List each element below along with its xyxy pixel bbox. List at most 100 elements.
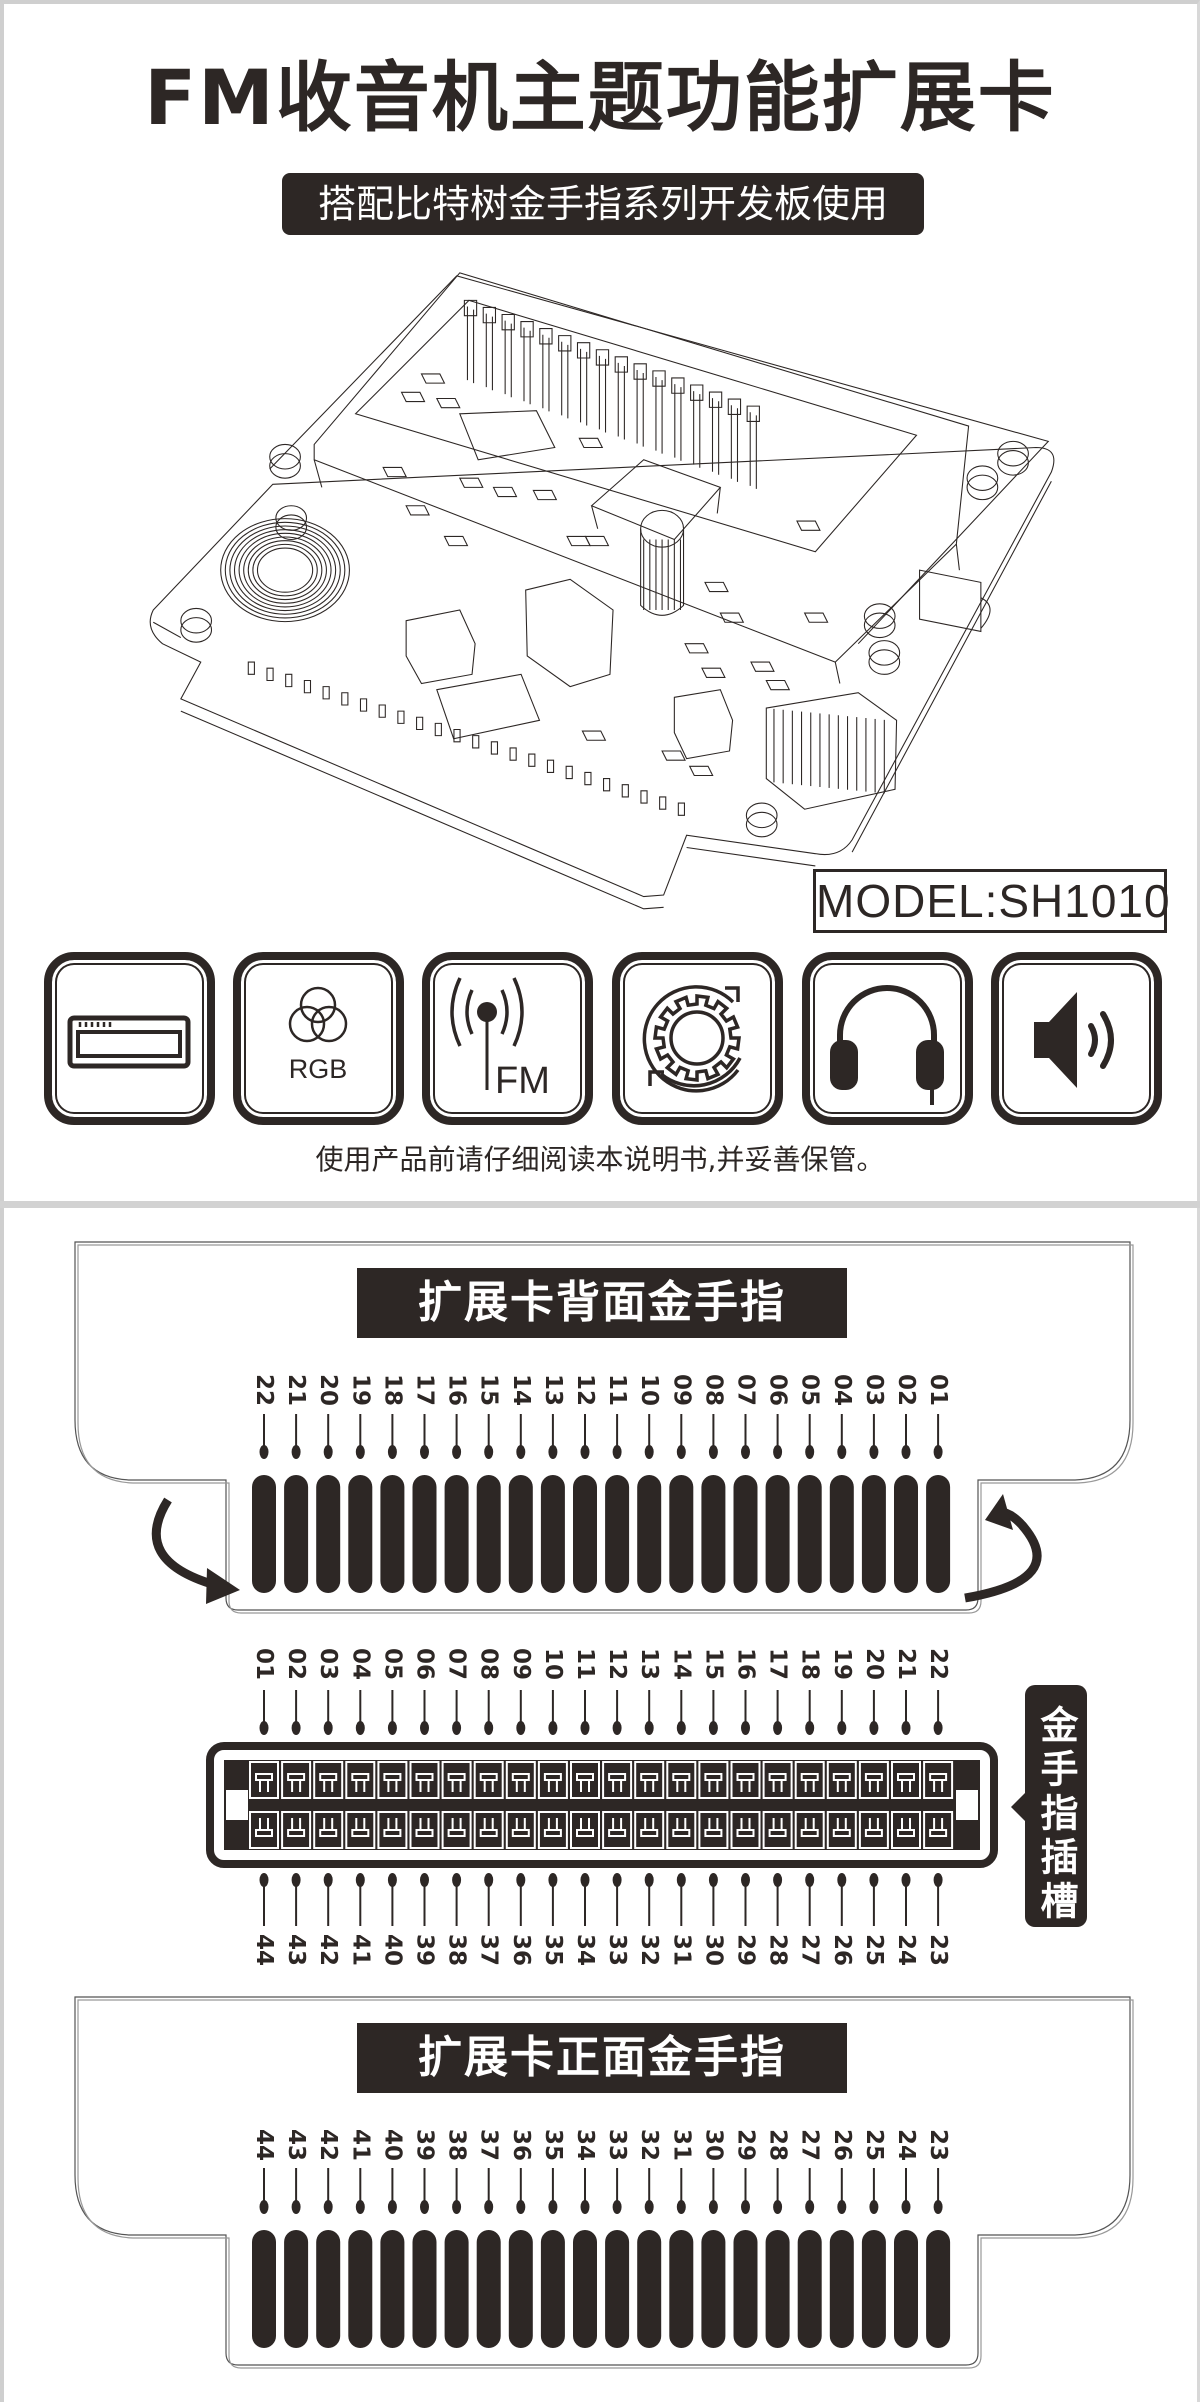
edge-pin (659, 796, 667, 810)
headphones-icon (830, 985, 944, 1105)
back-pin-lead-dot (837, 1445, 847, 1459)
slot-contact-pin (479, 1773, 498, 1792)
header-pin (504, 320, 512, 398)
slot-bottom-pin-number: 34 (572, 1933, 598, 1967)
front-pin-lead-dot (837, 2200, 847, 2214)
front-pin-number: 31 (668, 2128, 695, 2162)
slot-contact-pin (351, 1818, 370, 1837)
slot-key (226, 1790, 248, 1820)
header-pin (580, 348, 588, 426)
slot-bottom-pin-lead-dot (387, 1873, 397, 1887)
header-pin-base (539, 328, 553, 345)
feature-lcd-display (44, 952, 215, 1125)
back-pin-number: 20 (315, 1373, 342, 1407)
slot-bottom-pin-number: 33 (604, 1933, 631, 1967)
header-pin (485, 313, 493, 391)
edge-pin (621, 784, 629, 798)
header-pin-base (727, 398, 742, 415)
back-pin-lead-dot (901, 1445, 911, 1459)
slot-contact-pin (800, 1773, 819, 1792)
slot-contact-pin (608, 1818, 627, 1837)
header-pin-base (746, 405, 760, 423)
edge-pin (247, 661, 255, 675)
front-pin-lead-dot (676, 2200, 686, 2214)
slot-bottom-pin-lead-dot (837, 1873, 847, 1887)
slot-bottom-pin-lead-dot (708, 1873, 718, 1887)
edge-pin (378, 704, 386, 718)
slot-bottom-pin-number: 42 (315, 1933, 342, 1967)
back-gold-finger (380, 1475, 405, 1593)
slot-top-pin-number: 20 (860, 1647, 887, 1681)
screw-hole-depth (868, 649, 901, 675)
front-gold-finger (540, 2230, 565, 2348)
screw-hole-depth (269, 453, 301, 479)
screw-hole (745, 802, 778, 829)
edge-pin (603, 778, 611, 792)
front-pin-lead-dot (323, 2200, 333, 2214)
smd-component (400, 391, 426, 403)
front-gold-finger (348, 2230, 373, 2348)
slot-bottom-pin-lead-dot (452, 1873, 462, 1887)
button (673, 689, 734, 760)
slot-bottom-pin-lead-dot (612, 1873, 622, 1887)
back-gold-finger (412, 1475, 437, 1593)
slot-top-pin-lead-dot (741, 1721, 750, 1735)
slot-top-pin-number: 15 (700, 1647, 727, 1681)
front-pin-number: 37 (475, 2128, 502, 2162)
slot-contact-pin (576, 1818, 594, 1837)
feature-fm-radio: FM (422, 952, 593, 1125)
slot-bottom-pin-number: 28 (764, 1933, 791, 1967)
back-gold-finger (926, 1475, 951, 1593)
rgb-led-icon: RGB (289, 986, 347, 1084)
smd-component (566, 535, 591, 547)
encoder-body (590, 459, 722, 541)
slot-housing (206, 1742, 998, 1868)
edge-pin (453, 728, 461, 743)
front-pin-lead-dot (516, 2200, 526, 2214)
back-gold-finger (444, 1475, 469, 1593)
edge-pin (640, 790, 648, 804)
screw-hole-depth (997, 450, 1029, 476)
back-pin-lead-dot (452, 1445, 462, 1459)
front-pin-number: 27 (796, 2128, 823, 2162)
back-gold-finger (797, 1475, 822, 1593)
front-pin-number: 36 (507, 2128, 534, 2162)
lcd-frame (313, 272, 970, 663)
back-gold-finger (733, 1475, 758, 1593)
slot-top-pin-number: 19 (828, 1647, 855, 1681)
slot-contact-pin (479, 1818, 498, 1837)
front-pin-number: 25 (860, 2128, 887, 2162)
back-pin-lead-dot (420, 1445, 429, 1459)
slot-top-pin-lead-dot (612, 1721, 622, 1735)
front-pin-number: 38 (443, 2128, 470, 2162)
smd-component (443, 535, 469, 547)
slot-contact-pin (704, 1773, 723, 1792)
back-pin-lead-dot (933, 1445, 943, 1459)
slot-bottom-pin-number: 40 (379, 1933, 406, 1967)
slot-top-pin-number: 09 (507, 1647, 534, 1681)
screw-hole (868, 640, 901, 666)
ic-chip (458, 410, 556, 461)
back-gold-finger (508, 1475, 533, 1593)
back-gold-finger (573, 1475, 597, 1593)
header-pin-base (576, 342, 591, 359)
header-pin (674, 384, 682, 461)
front-pin-number: 42 (315, 2128, 342, 2162)
header-pin-base (708, 391, 723, 408)
feature-rgb: RGB (233, 952, 404, 1125)
front-pin-number: 41 (347, 2128, 374, 2162)
slot-contact-pin (929, 1773, 948, 1792)
back-card-outline (74, 1241, 1131, 1611)
slot-top-pin-lead-dot (869, 1721, 879, 1735)
volume-wheel-ring (224, 521, 346, 619)
back-gold-finger (252, 1475, 276, 1593)
screw-hole-depth (966, 474, 999, 501)
back-gold-finger (669, 1475, 694, 1593)
slot-top-pin-number: 08 (475, 1647, 502, 1681)
screw-hole (180, 607, 213, 634)
feature-rotary-control (612, 952, 783, 1125)
slot-contact-pin (383, 1818, 402, 1837)
model-number: MODEL:SH1010 (813, 869, 1170, 933)
volume-wheel-ring (243, 536, 327, 604)
smd-component (796, 520, 821, 531)
